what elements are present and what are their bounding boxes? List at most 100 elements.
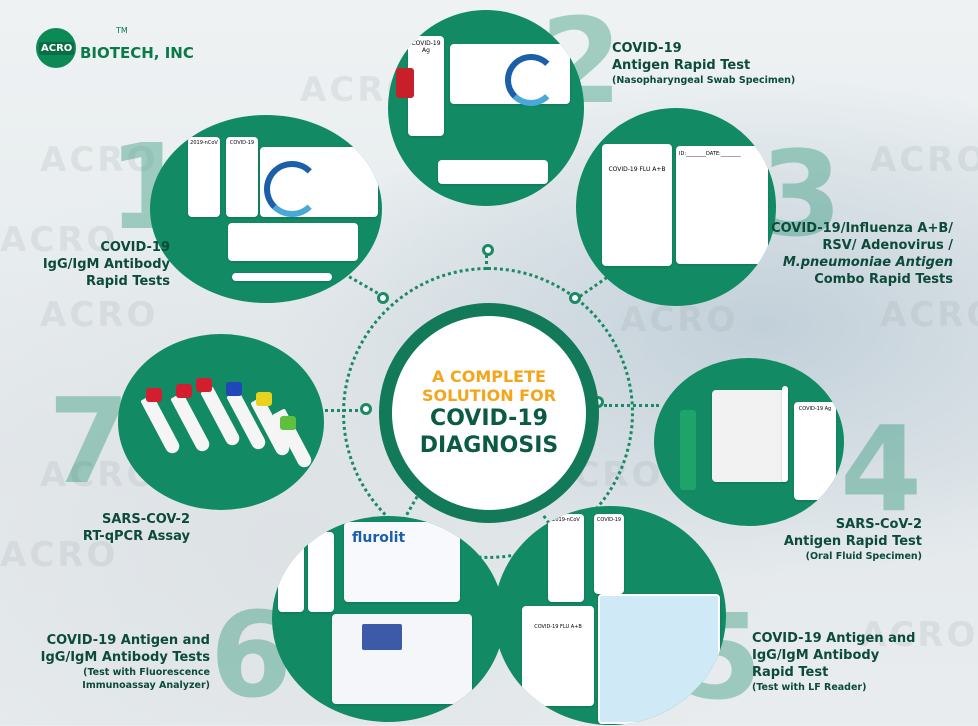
product-circle-5: 2019-nCoV COVID-19 COVID-19 FLU A+B: [494, 506, 726, 725]
yellow-cap: [256, 392, 272, 406]
test-cassette: 2019-nCoV: [548, 514, 584, 602]
watermark: ACRO: [860, 615, 978, 655]
swirl-icon: [505, 54, 557, 106]
center-line-2: SOLUTION FOR: [421, 386, 557, 405]
label-item-6: COVID-19 Antigen and IgG/IgM Antibody Te…: [20, 632, 210, 692]
kit-label: COVID-19: [596, 517, 622, 523]
kit-label: 2019-nCoV: [552, 517, 580, 523]
watermark: ACRO: [620, 300, 739, 340]
ring-dot: [569, 292, 581, 304]
dotted-ring: [342, 267, 634, 559]
kit-label: COVID-19: [229, 140, 255, 146]
kit-label: COVID-19 Ag: [798, 406, 832, 412]
swirl-icon: [264, 161, 320, 217]
label-line: COVID-19/Influenza A+B/: [771, 221, 953, 236]
test-cassette: COVID-19 Ag: [408, 36, 444, 136]
trademark: TM: [116, 26, 128, 35]
label-line: Rapid Tests: [85, 274, 170, 289]
product-circle-6: flurolit: [272, 516, 504, 722]
brand-logo: ACRO BIOTECH, INC TM: [36, 26, 194, 68]
dropper: [782, 386, 788, 482]
kit-box: flurolit: [344, 522, 460, 602]
label-item-1: COVID-19 IgG/IgM Antibody Rapid Tests: [30, 239, 170, 290]
label-line: RT-qPCR Assay: [82, 529, 190, 544]
lf-reader-device: [598, 594, 720, 724]
kit-pouch: [228, 223, 358, 261]
center-line-1: A COMPLETE: [432, 367, 546, 386]
dropper: [232, 273, 332, 281]
label-item-3: COVID-19/Influenza A+B/ RSV/ Adenovirus …: [745, 220, 953, 288]
test-cassette: COVID-19: [594, 514, 624, 594]
collection-pad: [712, 390, 788, 482]
product-circle-1: 2019-nCoV COVID-19: [150, 115, 382, 303]
ring-dot: [360, 403, 372, 415]
label-line: COVID-19 Antigen and: [46, 633, 210, 648]
center-line-3: COVID-19: [430, 406, 548, 431]
label-line: IgG/IgM Antibody Tests: [40, 650, 210, 665]
number-7: 7: [48, 372, 131, 510]
test-cassette: COVID-19 Ag: [794, 402, 836, 500]
brand-name: BIOTECH, INC: [80, 44, 194, 62]
label-line: RSV/ Adenovirus /: [822, 238, 953, 253]
fluorescence-analyzer-device: [332, 614, 472, 704]
acro-logo-icon: ACRO: [36, 28, 76, 68]
test-cassette: COVID-19 FLU A+B: [602, 144, 672, 266]
label-line: M.pneumoniae Antigen: [782, 255, 953, 270]
label-line: Antigen Rapid Test: [612, 58, 751, 73]
product-circle-4: COVID-19 Ag: [654, 358, 844, 526]
watermark: ACRO: [40, 295, 159, 335]
label-line: IgG/IgM Antibody: [752, 648, 880, 663]
kit-box: [450, 44, 570, 106]
green-cap: [280, 416, 296, 430]
watermark: ACRO: [40, 140, 159, 180]
center-line-4: DIAGNOSIS: [419, 433, 559, 458]
kit-label: 2019-nCoV: [190, 140, 218, 146]
test-cassette: COVID-19: [226, 137, 258, 217]
label-line: SARS-COV-2: [102, 512, 190, 527]
product-circle-7: [118, 334, 324, 510]
label-subtitle: (Test with LF Reader): [752, 682, 867, 693]
red-cap: [146, 388, 162, 402]
kit-label: COVID-19 FLU A+B: [534, 624, 582, 630]
ring-dot: [377, 292, 389, 304]
kit-label: COVID-19 Ag: [411, 40, 441, 54]
label-item-5: COVID-19 Antigen and IgG/IgM Antibody Ra…: [752, 630, 952, 694]
watermark: ACRO: [0, 220, 119, 260]
product-circle-3: COVID-19 FLU A+B ID:________DATE:_______…: [576, 108, 776, 306]
product-circle-2: COVID-19 Ag: [388, 10, 584, 206]
watermark: ACRO: [870, 140, 978, 180]
test-cassette: COVID-19 FLU A+B: [522, 606, 594, 706]
label-item-7: SARS-COV-2 RT-qPCR Assay: [30, 511, 190, 545]
combo-cassette: ID:________DATE:________: [676, 146, 768, 264]
kit-box: [260, 147, 378, 217]
label-item-2: COVID-19 Antigen Rapid Test (Nasopharyng…: [612, 40, 832, 87]
number-4: 4: [840, 400, 923, 538]
label-subtitle: (Test with Fluorescence Immunoassay Anal…: [82, 667, 210, 691]
kit-label: ID:________DATE:________: [679, 151, 741, 157]
label-line: Antigen Rapid Test: [783, 534, 922, 549]
watermark: ACRO: [880, 295, 978, 335]
ring-dot: [482, 244, 494, 256]
label-line: Rapid Test: [752, 665, 829, 680]
center-title: A COMPLETE SOLUTION FOR COVID-19 DIAGNOS…: [392, 316, 586, 510]
label-line: Combo Rapid Tests: [814, 272, 953, 287]
label-subtitle: (Nasopharyngeal Swab Specimen): [612, 75, 796, 86]
red-cap: [196, 378, 212, 392]
test-cassette: 2019-nCoV: [188, 137, 220, 217]
watermark: ACRO: [0, 535, 119, 575]
tube-icon: [680, 410, 696, 490]
label-line: IgG/IgM Antibody: [42, 257, 170, 272]
logo-badge-text: ACRO: [39, 42, 75, 55]
red-cap: [176, 384, 192, 398]
label-line: SARS-CoV-2: [835, 517, 922, 532]
buffer-bottle-icon: [396, 68, 414, 98]
label-line: COVID-19 Antigen and: [752, 631, 916, 646]
test-cassette: [278, 532, 304, 612]
kit-label: COVID-19 FLU A+B: [608, 166, 666, 173]
label-line: COVID-19: [612, 41, 682, 56]
analyzer-screen: [362, 624, 402, 650]
label-subtitle: (Oral Fluid Specimen): [805, 551, 922, 562]
test-strip: [438, 160, 548, 184]
test-cassette: [308, 532, 334, 612]
kit-label: flurolit: [352, 530, 406, 546]
